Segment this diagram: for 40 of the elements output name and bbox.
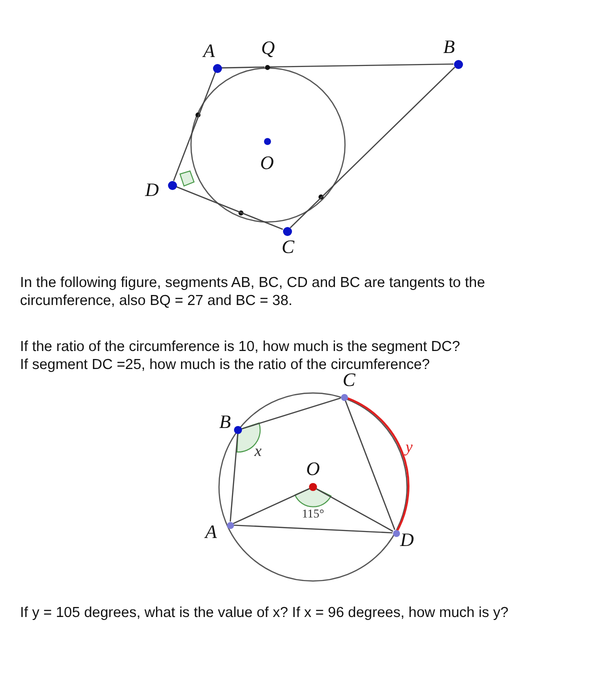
- point-label: O: [306, 460, 320, 480]
- line-segment: [233, 524, 393, 534]
- line-segment: [290, 66, 456, 228]
- line-segment: [270, 63, 454, 68]
- line-segment: [230, 434, 238, 522]
- point-dot: [234, 426, 242, 434]
- question-text: If y = 105 degrees, what is the value of x? If x = 96 degrees, how much is y?: [20, 604, 510, 622]
- point-label: C: [282, 238, 294, 258]
- angle-label: x: [254, 443, 262, 461]
- point-dot: [309, 483, 317, 491]
- point-label: B: [443, 38, 455, 58]
- point-label: A: [205, 523, 217, 543]
- line-segment: [344, 400, 396, 530]
- point-label: A: [203, 42, 215, 62]
- point-dot: [168, 180, 176, 190]
- point-dot: [264, 64, 270, 70]
- point-dot: [212, 64, 222, 72]
- line-segment: [176, 186, 284, 230]
- line-segment: [221, 66, 265, 68]
- point-dot: [340, 394, 348, 400]
- point-dot: [282, 226, 292, 236]
- line-segment: [232, 488, 310, 524]
- arc-label: y: [405, 439, 413, 457]
- point-label: C: [342, 371, 356, 391]
- line-segment: [316, 488, 394, 532]
- question-text: If segment DC =25, how much is the ratio of the circumference?: [20, 356, 431, 373]
- point-dot: [454, 60, 462, 68]
- point-dot: [392, 530, 400, 536]
- line-segment: [242, 397, 341, 430]
- line-segment: [173, 72, 216, 182]
- point-label: D: [145, 181, 159, 201]
- point-label: Q: [261, 39, 275, 59]
- point-dot: [264, 138, 270, 144]
- point-label: B: [219, 413, 231, 433]
- question-text: If the ratio of the circumference is 10, how much is the segment DC?: [20, 338, 462, 356]
- question-text: In the following figure, segments AB, BC, CD and BC are tangents to the circumference, also BQ = 27 and BC = 38.: [20, 274, 486, 310]
- point-label: O: [260, 154, 274, 174]
- point-label: D: [400, 531, 414, 551]
- angle-label: 115°: [302, 506, 324, 522]
- point-dot: [226, 522, 234, 528]
